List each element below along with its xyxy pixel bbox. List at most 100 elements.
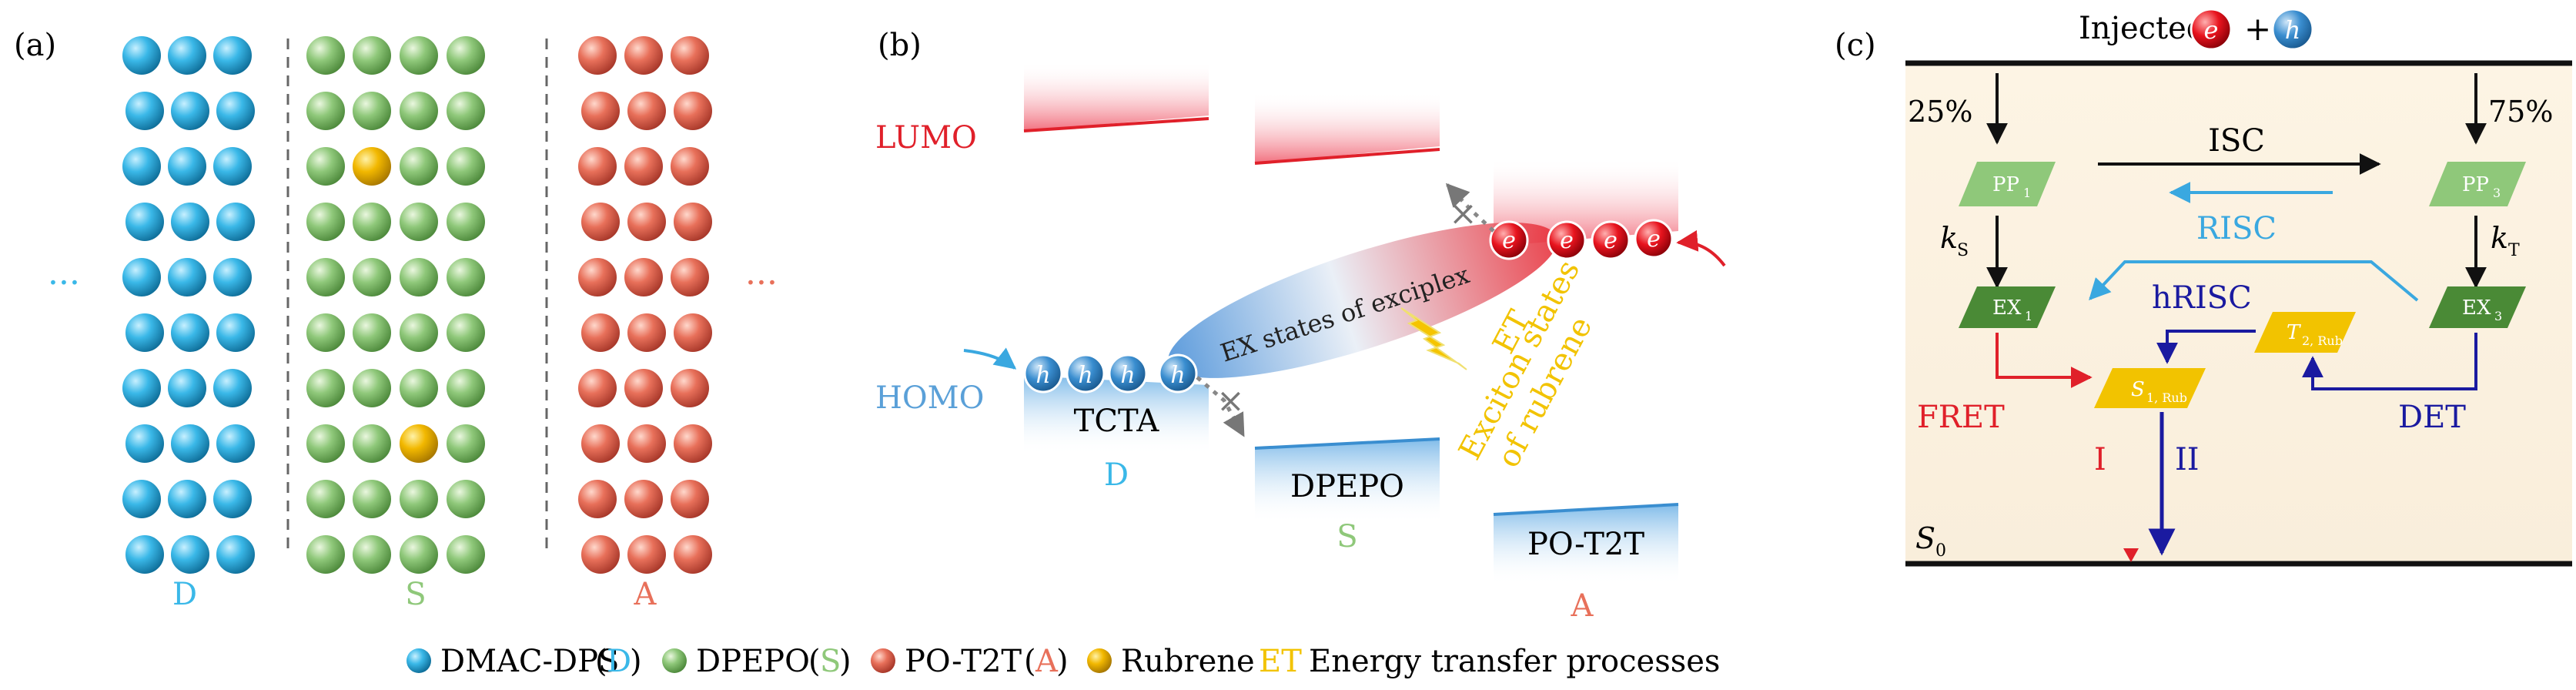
ex1-label: EX — [1992, 296, 2022, 320]
panel-c: (c) Injected e + h 25% 75% PP 1 PP 3 ISC… — [1835, 8, 2572, 567]
spacer-molecule — [445, 423, 487, 464]
spacer-molecule — [398, 367, 440, 409]
donor-molecule — [121, 367, 162, 409]
spacer-molecule — [445, 35, 487, 76]
donor-molecule — [169, 90, 211, 132]
hole-particle — [1108, 353, 1148, 394]
tcta-label: TCTA — [1074, 404, 1160, 439]
donor-molecule — [212, 35, 253, 76]
spacer-molecule — [351, 478, 393, 520]
electron-symbol: e — [1502, 227, 1516, 254]
spacer-molecule — [305, 90, 346, 132]
legend: DMAC-DPS ( D ) DPEPO ( S ) PO-T2T ( A ) … — [406, 644, 1720, 679]
acceptor-molecule — [577, 256, 618, 298]
acceptor-molecule — [672, 423, 714, 464]
hrisc-arrow — [2156, 330, 2256, 364]
spacer-molecule — [305, 423, 346, 464]
blocked-electron-cross: × — [1449, 194, 1477, 233]
det-label: DET — [2398, 400, 2466, 435]
molecule-grid — [121, 35, 714, 575]
donor-molecule — [166, 367, 208, 409]
acceptor-molecule — [623, 35, 664, 76]
pp1-box — [1959, 162, 2056, 206]
s1-sub: 1, Rub — [2146, 390, 2187, 405]
spacer-molecule — [398, 478, 440, 520]
donor-molecule — [215, 534, 256, 575]
injected-label: Injected — [2079, 11, 2206, 46]
t2-rub-box — [2254, 312, 2356, 353]
ks-label: k — [1940, 221, 1958, 255]
spacer-molecule — [351, 534, 393, 575]
dpepo-lumo-line — [1254, 148, 1440, 165]
donor-molecule — [212, 256, 253, 298]
spacer-molecule — [305, 35, 346, 76]
electron-symbol: e — [1604, 227, 1618, 254]
donor-molecule — [169, 423, 211, 464]
ex3-box — [2429, 286, 2526, 328]
emission-i-label: I — [2094, 442, 2106, 477]
spacer-molecule — [351, 367, 393, 409]
isc-label: ISC — [2208, 123, 2265, 159]
legend-swatch-spacer — [662, 648, 687, 673]
tcta-lumo-line — [1023, 117, 1209, 132]
donor-molecule — [121, 146, 162, 187]
pp3-sub: 3 — [2493, 186, 2501, 200]
acceptor-molecule — [669, 367, 711, 409]
legend-tag-acceptor: A — [1035, 644, 1059, 679]
legend-paren-close: ) — [630, 644, 642, 679]
ks-sub: S — [1957, 241, 1969, 260]
donor-molecule — [124, 312, 166, 353]
spacer-molecule — [445, 534, 487, 575]
right-ellipsis: ··· — [745, 263, 778, 303]
donor-molecule — [121, 35, 162, 76]
acceptor-molecule — [672, 90, 714, 132]
pot2t-lumo-band — [1494, 158, 1678, 246]
donor-molecule — [215, 312, 256, 353]
region-label-s: S — [405, 577, 426, 612]
risc-label: RISC — [2196, 211, 2277, 246]
legend-et-text: Energy transfer processes — [1309, 644, 1720, 679]
emission-i-head — [2123, 548, 2139, 562]
donor-molecule — [121, 478, 162, 520]
electron-icon — [2190, 8, 2233, 51]
donor-molecule — [212, 478, 253, 520]
hole-particle — [1158, 353, 1198, 394]
donor-molecule — [124, 423, 166, 464]
spacer-molecule — [351, 423, 393, 464]
kt-sub: T — [2508, 241, 2520, 260]
hole-symbol: h — [1078, 362, 1092, 389]
tcta-d-label: D — [1104, 457, 1129, 493]
spacer-molecule — [305, 312, 346, 353]
electron-icon-label: e — [2204, 15, 2219, 45]
tcta-homo-band — [1024, 376, 1209, 454]
donor-molecule — [169, 312, 211, 353]
electron-particle — [1547, 220, 1587, 260]
spacer-molecule — [351, 201, 393, 243]
donor-molecule — [124, 534, 166, 575]
electron-particle — [1591, 220, 1631, 260]
acceptor-molecule — [669, 478, 711, 520]
spacer-molecule — [398, 90, 440, 132]
fret-label: FRET — [1917, 400, 2005, 435]
legend-tag-spacer: S — [820, 644, 841, 679]
acceptor-molecule — [672, 312, 714, 353]
pp1-sub: 1 — [2023, 186, 2031, 200]
legend-paren-open: ( — [808, 644, 821, 679]
spacer-molecule — [445, 312, 487, 353]
pct-left: 25% — [1908, 95, 1972, 129]
legend-name-spacer: DPEPO — [696, 644, 810, 679]
pct-right: 75% — [2488, 95, 2553, 129]
acceptor-molecule — [580, 423, 621, 464]
plus-sign: + — [2244, 10, 2271, 48]
donor-molecule — [215, 201, 256, 243]
panel-b: (b) LUMO HOMO EX states of exciplex h h … — [875, 28, 1726, 624]
left-ellipsis: ··· — [48, 263, 80, 303]
legend-name-rubrene: Rubrene — [1121, 644, 1255, 679]
spacer-molecule — [305, 201, 346, 243]
emission-ii-label: II — [2175, 442, 2200, 477]
donor-molecule — [169, 534, 211, 575]
donor-molecule — [124, 201, 166, 243]
acceptor-molecule — [626, 90, 667, 132]
t2-label: T — [2287, 321, 2301, 344]
